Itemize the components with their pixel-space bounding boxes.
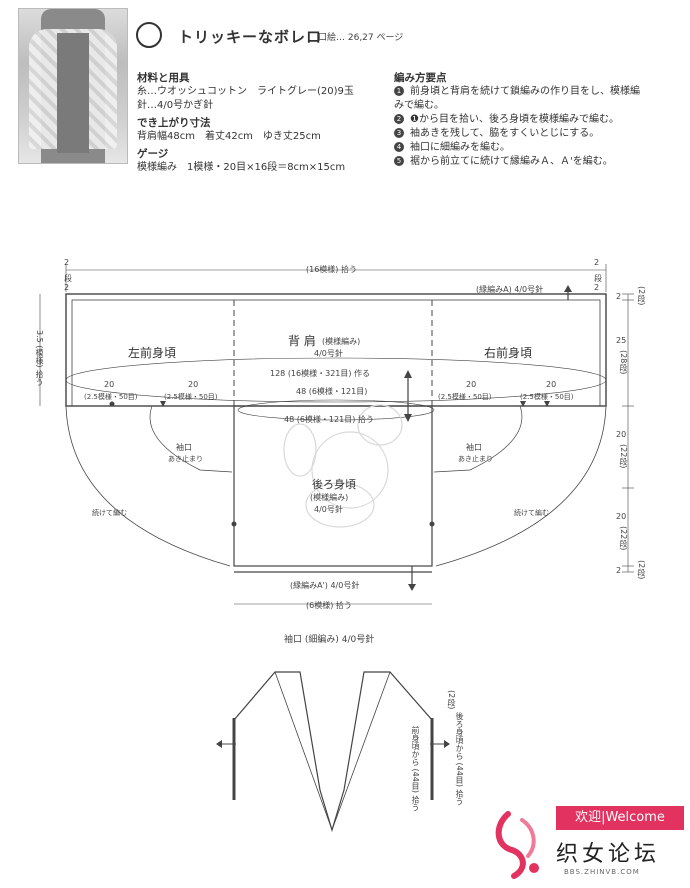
- opening-note-left: あき止まり: [168, 455, 203, 463]
- sleeve-two-dan: (2段): [447, 690, 456, 710]
- seg-width-label: (2.5模様・50目): [438, 393, 492, 401]
- right-dim-unit: (22段): [619, 444, 628, 469]
- dim-two: 2: [64, 283, 70, 292]
- width48-pickup-label: 48 (6模様・121目) 拾う: [284, 415, 374, 424]
- continue-knit-right: 続けて編む: [514, 509, 549, 517]
- opening-note-right: あき止まり: [458, 455, 493, 463]
- seg-width-label: (2.5模様・50目): [520, 393, 574, 401]
- yarn-line: 糸…ウオッシュコットン ライトグレー(20)9玉: [137, 86, 354, 97]
- back-body-label: 後ろ身頃: [312, 478, 356, 491]
- title-circle-icon: [136, 22, 162, 48]
- back-body-pattern: (模様編み): [310, 493, 349, 502]
- step-text: 前身頃と背肩を続けて鎖編みの作り目をし、模様編: [410, 86, 640, 97]
- materials-heading: 材料と用具: [137, 72, 190, 84]
- dim-dan: 段: [594, 274, 602, 283]
- right-dim-value: 25: [616, 336, 627, 345]
- seg-width-value: 20: [188, 380, 199, 389]
- right-front-label: 右前身頃: [484, 346, 533, 360]
- garment-photo: [18, 8, 128, 164]
- right-dim-unit: (28段): [619, 350, 628, 375]
- step-number: 1: [394, 86, 404, 96]
- instructions-block: 編み方要点 1 前身頃と背肩を続けて鎖編みの作り目をし、模様編 みで編む。 2 ❶か…: [394, 70, 640, 169]
- seg-width-value: 20: [466, 380, 477, 389]
- pattern-title: トリッキーなボレロ: [178, 28, 323, 46]
- gauge-line: 模様編み 1模様・20目×16段＝8cm×15cm: [137, 162, 346, 173]
- step-text: 裾から前立てに続けて縁編みＡ、Ａ'を編む。: [410, 156, 613, 167]
- sleeve-title: 袖口 (細編み) 4/0号針: [284, 635, 375, 645]
- seg-width-value: 20: [546, 380, 557, 389]
- right-dim-value: 20: [616, 512, 627, 521]
- step-number: 5: [394, 156, 404, 166]
- edge-a-label: (縁編みA) 4/0号針: [476, 285, 544, 294]
- right-dim-value: 2: [616, 292, 622, 301]
- seg-width-label: (2.5模様・50目): [164, 393, 218, 401]
- step-number: 2: [394, 114, 404, 124]
- sleeve-opening-left: 袖口: [176, 443, 192, 452]
- needle-label: 4/0号針: [314, 349, 343, 358]
- chain-start-label: 128 (16模様・321目) 作る: [270, 369, 371, 378]
- seg-width-label: (2.5模様・50目): [84, 393, 138, 401]
- back-shoulder-label: 背 肩: [288, 334, 316, 348]
- dim-two: 2: [64, 258, 70, 267]
- edge-a-prime-label: (縁編みA') 4/0号針: [290, 581, 360, 590]
- dim-two: 2: [594, 258, 600, 267]
- forum-url: BBS.ZHINVB.COM: [564, 868, 640, 876]
- gauge-heading: ゲージ: [137, 148, 169, 160]
- pattern-paren: (模様編み): [322, 337, 361, 346]
- forum-logo-icon: [495, 811, 539, 879]
- needle-line: 針…4/0号かぎ針: [137, 100, 214, 111]
- front-side-pickup: 前身頃から (44目) 拾う: [411, 726, 420, 812]
- seg-width-value: 20: [104, 380, 115, 389]
- step-number: 4: [394, 142, 404, 152]
- right-dim-unit: (2段): [637, 560, 646, 580]
- step-text: 袖口に細編みを編む。: [410, 142, 510, 153]
- dim-dan: 段: [64, 274, 72, 283]
- step-number: 3: [394, 128, 404, 138]
- width48-label: 48 (6模様・121目): [296, 387, 368, 396]
- dim-two: 2: [594, 283, 600, 292]
- forum-name: 织女论坛: [556, 842, 661, 867]
- welcome-banner: 欢迎|Welcome: [556, 806, 684, 830]
- materials-block: 材料と用具 糸…ウオッシュコットン ライトグレー(20)9玉 針…4/0号かぎ針…: [137, 70, 354, 175]
- page-reference: 口絵… 26,27 ページ: [318, 33, 404, 43]
- right-dim-value: 20: [616, 430, 627, 439]
- step-text: みで編む。: [394, 100, 444, 111]
- step-text: ❶から目を拾い、後ろ身頃を模様編みで編む。: [410, 114, 619, 125]
- instructions-heading: 編み方要点: [394, 72, 447, 84]
- back-side-pickup: 後ろ身頃から (44目) 拾う: [455, 712, 464, 806]
- left-dimension: 3.5 (模様) 拾う: [35, 330, 44, 387]
- right-dim-unit: (22段): [619, 526, 628, 551]
- left-front-label: 左前身頃: [128, 346, 177, 360]
- size-heading: でき上がり寸法: [137, 117, 211, 129]
- back-body-needle: 4/0号針: [314, 505, 343, 514]
- bottom-pickup-label: (6模様) 拾う: [306, 601, 352, 610]
- step-text: 袖あきを残して、脇をすくいとじにする。: [410, 128, 600, 139]
- continue-knit-left: 続けて編む: [92, 509, 127, 517]
- size-line: 背肩幅48cm 着丈42cm ゆき丈25cm: [137, 131, 321, 142]
- sleeve-opening-right: 袖口: [466, 443, 482, 452]
- right-dim-unit: (2段): [637, 286, 646, 306]
- right-dim-value: 2: [616, 566, 622, 575]
- top-pickup-label: (16模様) 拾う: [306, 265, 357, 274]
